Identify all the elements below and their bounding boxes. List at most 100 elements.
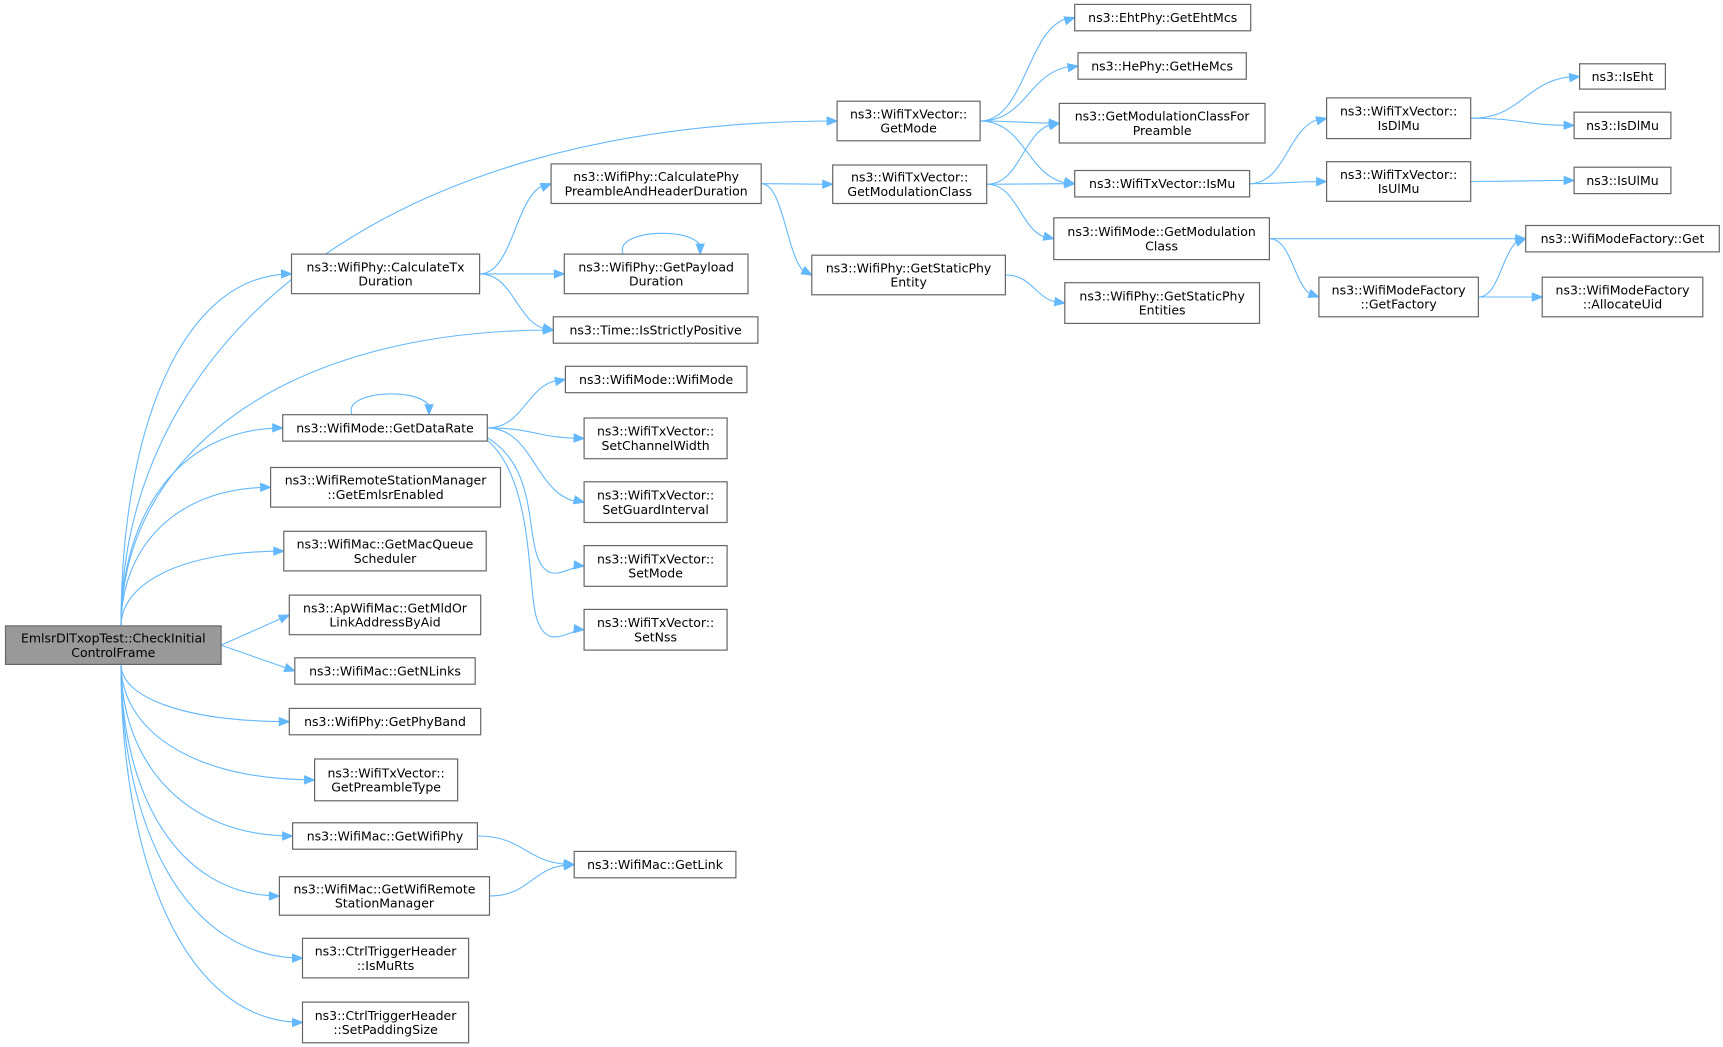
edge-get-static-phy-entity-to-get-static-phy-entities [1005, 274, 1067, 307]
edge-calc-tx-to-is-strictly-positive [479, 273, 555, 333]
edge-line [465, 427, 585, 638]
node-label: ns3::EhtPhy::GetEhtMcs [1088, 10, 1237, 25]
node-label: ns3::WifiMac::GetNLinks [309, 664, 461, 679]
edge-arrowhead [424, 404, 434, 417]
node-box [278, 876, 491, 916]
edge-line [120, 664, 280, 897]
node-label: Scheduler [354, 551, 417, 566]
edge-arrowhead [826, 116, 839, 126]
edge-line [120, 550, 284, 626]
node-label: ns3::WifiModeFactory [1332, 282, 1467, 297]
node-label: SetGuardInterval [602, 502, 709, 517]
edge-get-data-rate-to-set-channel-width [487, 427, 586, 443]
node-set-nss[interactable]: ns3::WifiTxVector::SetNss [583, 608, 728, 651]
edge-arrowhead [822, 179, 835, 189]
edge-line [120, 664, 303, 959]
node-box [292, 822, 479, 850]
node-label: GetMode [880, 121, 937, 136]
edge-line [986, 122, 1060, 185]
node-set-mode[interactable]: ns3::WifiTxVector::SetMode [583, 544, 728, 587]
node-label: ns3::WifiMac::GetMacQueue [297, 536, 474, 551]
edge-line [986, 183, 1075, 185]
node-get-factory[interactable]: ns3::WifiModeFactory::GetFactory [1318, 276, 1480, 318]
node-get-he-mcs[interactable]: ns3::HePhy::GetHeMcs [1077, 52, 1247, 80]
edge-line [761, 183, 812, 276]
node-label: ns3::WifiTxVector::IsMu [1089, 176, 1235, 191]
edge-calc-tx-to-get-payload [479, 269, 566, 279]
edge-line [479, 183, 552, 275]
node-is-dl-mu-vec[interactable]: ns3::WifiTxVector::IsDlMu [1325, 97, 1472, 140]
node-set-channel-width[interactable]: ns3::WifiTxVector::SetChannelWidth [583, 417, 728, 460]
node-get-emlsr-enabled[interactable]: ns3::WifiRemoteStationManager::GetEmlsrE… [270, 466, 502, 508]
node-label: ns3::ApWifiMac::GetMldOr [303, 600, 468, 615]
node-root[interactable]: EmlsrDlTxopTest::CheckInitialControlFram… [4, 625, 222, 666]
node-box [301, 937, 470, 979]
node-label: GetPreambleType [331, 780, 441, 795]
node-get-eht-mcs[interactable]: ns3::EhtPhy::GetEhtMcs [1074, 3, 1252, 32]
node-factory-get[interactable]: ns3::WifiModeFactory::Get [1525, 224, 1720, 253]
node-get-data-rate[interactable]: ns3::WifiMode::GetDataRate [282, 414, 488, 442]
edge-root-to-set-padding-size [120, 664, 304, 1028]
node-label: Preamble [1133, 123, 1192, 138]
edge-arrowhead [292, 953, 304, 963]
edge-mode-get-mod-class-to-factory-get [1269, 233, 1528, 244]
node-wifi-mode[interactable]: ns3::WifiMode::WifiMode [564, 365, 748, 394]
edge-line [980, 17, 1075, 122]
node-box [1573, 166, 1672, 195]
node-label: SetNss [634, 629, 677, 644]
node-get-wifi-remote-station-manager[interactable]: ns3::WifiMac::GetWifiRemoteStationManage… [278, 876, 491, 916]
node-is-dl-mu[interactable]: ns3::IsDlMu [1573, 111, 1672, 140]
node-get-mod-class[interactable]: ns3::WifiTxVector::GetModulationClass [832, 164, 988, 205]
node-is-eht[interactable]: ns3::IsEht [1578, 63, 1666, 90]
node-get-link[interactable]: ns3::WifiMac::GetLink [573, 850, 737, 879]
node-get-phy-band[interactable]: ns3::WifiPhy::GetPhyBand [288, 707, 482, 736]
edge-get-data-rate-to-set-mode [465, 427, 586, 574]
edge-calc-tx-to-calc-preamble [479, 182, 553, 275]
edge-is-ul-mu-vec-to-is-ul-mu [1470, 175, 1576, 186]
node-get-mode[interactable]: ns3::WifiTxVector::GetMode [836, 100, 981, 142]
node-label: ns3::IsUlMu [1586, 173, 1658, 188]
node-is-mu[interactable]: ns3::WifiTxVector::IsMu [1074, 169, 1251, 198]
node-get-wifi-phy[interactable]: ns3::WifiMac::GetWifiPhy [292, 822, 479, 850]
node-label: ns3::WifiPhy::CalculateTx [307, 259, 465, 274]
node-is-strictly-positive[interactable]: ns3::Time::IsStrictlyPositive [552, 316, 759, 344]
node-is-ul-mu[interactable]: ns3::IsUlMu [1573, 166, 1672, 195]
node-get-preamble-type[interactable]: ns3::WifiTxVector::GetPreambleType [314, 758, 459, 802]
edge-get-data-rate-to-set-guard-interval [487, 427, 586, 505]
node-mode-get-mod-class[interactable]: ns3::WifiMode::GetModulationClass [1053, 217, 1271, 261]
edge-arrowhead [1568, 72, 1581, 83]
edge-arrowhead [554, 376, 567, 387]
node-is-ul-mu-vec[interactable]: ns3::WifiTxVector::IsUlMu [1325, 161, 1472, 202]
node-box [288, 594, 482, 636]
node-box [1058, 102, 1266, 144]
edge-arrowhead [1053, 296, 1067, 307]
edge-arrowhead [282, 831, 294, 841]
node-calc-preamble[interactable]: ns3::WifiPhy::CalculatePhyPreambleAndHea… [550, 163, 762, 205]
node-box [573, 850, 737, 879]
node-allocate-uid[interactable]: ns3::WifiModeFactory::AllocateUid [1541, 276, 1704, 318]
edge-arrowhead [278, 716, 291, 727]
edge-line [980, 120, 1075, 185]
edge-arrowhead [1563, 175, 1576, 186]
node-set-guard-interval[interactable]: ns3::WifiTxVector::SetGuardInterval [583, 481, 728, 524]
edge-layer [120, 16, 1581, 1028]
node-label: ns3::CtrlTriggerHeader [315, 943, 458, 958]
node-set-padding-size[interactable]: ns3::CtrlTriggerHeader::SetPaddingSize [301, 1001, 470, 1044]
node-label: ns3::IsDlMu [1586, 118, 1659, 133]
node-box [563, 253, 749, 295]
node-label: ::IsMuRts [357, 958, 414, 973]
node-label: ns3::WifiTxVector:: [1340, 104, 1457, 119]
edge-arrowhead [573, 624, 586, 634]
edge-line [120, 329, 554, 626]
node-label: ns3::WifiPhy::GetPayload [578, 259, 734, 274]
node-get-nlinks[interactable]: ns3::WifiMac::GetNLinks [294, 657, 476, 685]
node-is-mu-rts[interactable]: ns3::CtrlTriggerHeader::IsMuRts [301, 937, 470, 979]
edge-arrowhead [292, 1017, 304, 1028]
